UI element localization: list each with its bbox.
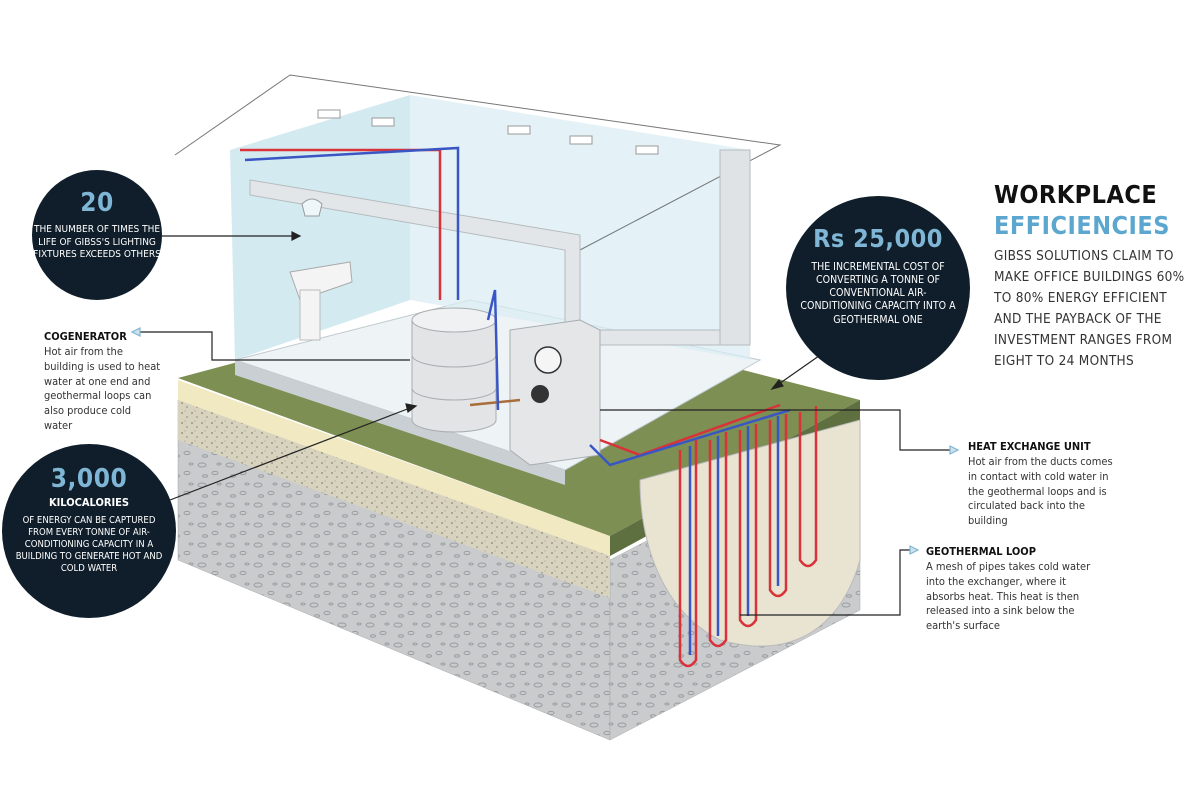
leader-energy [169,407,411,501]
callout-cogenerator: COGENERATOR Hot air from the building is… [44,330,162,434]
vent [507,125,531,135]
stat-cost-circle: Rs 25,000 THE INCREMENTAL COST OF CONVER… [786,196,970,380]
floor-base [235,360,565,485]
callout-heat-exchange: HEAT EXCHANGE UNIT Hot air from the duct… [968,440,1118,529]
vent [635,145,659,155]
callout-heat-exchange-title: HEAT EXCHANGE UNIT [968,440,1091,453]
lightbulb-icon [301,198,323,217]
stat-energy-unit: KILOCALORIES [48,496,130,509]
callout-geothermal-title: GEOTHERMAL LOOP [926,545,1036,558]
stat-cost-text: THE INCREMENTAL COST OF CONVERTING A TON… [800,261,956,326]
geothermal-loops [678,406,818,668]
vent [569,135,593,145]
cold-pipe [589,408,791,467]
clay-layer [178,380,610,556]
fixtures [289,198,353,341]
title-block: WORKPLACE EFFICIENCIES GIBSS SOLUTIONS C… [994,180,1194,372]
title-description: GIBSS SOLUTIONS CLAIM TO MAKE OFFICE BUI… [994,248,1185,369]
stat-energy-text: OF ENERGY CAN BE CAPTURED FROM EVERY TON… [15,515,163,574]
title-line-1: WORKPLACE [994,180,1158,209]
cold-pipe [486,289,500,411]
pipes [240,146,791,467]
sand-layer [178,390,610,598]
heat-exchange-unit [509,319,601,466]
leader-geothermal [740,549,910,616]
cold-pipe [244,146,460,300]
sink-pedestal [299,289,321,341]
leader-cogenerator [140,331,410,361]
stat-lighting-circle: 20 THE NUMBER OF TIMES THE LIFE OF GIBSS… [32,170,162,300]
cogenerator-tank [411,307,497,433]
back-wall-left [230,95,410,360]
callout-geothermal-text: A mesh of pipes takes cold water into th… [926,559,1091,633]
stat-lighting-text: THE NUMBER OF TIMES THE LIFE OF GIBSS'S … [33,224,161,260]
callout-cogenerator-title: COGENERATOR [44,330,127,343]
callout-cogenerator-text: Hot air from the building is used to hea… [44,344,161,433]
hot-pipe [469,398,521,407]
callout-geothermal: GEOTHERMAL LOOP A mesh of pipes takes co… [926,545,1102,634]
vent [371,117,395,127]
roof-outline [174,74,782,251]
fan-icon [534,346,562,374]
stat-energy-circle: 3,000 KILOCALORIES OF ENERGY CAN BE CAPT… [2,444,176,618]
leader-lines [130,231,960,616]
blower-icon [531,385,549,403]
stat-lighting-value: 20 [80,188,114,218]
callout-heat-exchange-text: Hot air from the ducts comes in contact … [968,454,1113,528]
leader-heat-exchange [600,409,950,451]
vent [317,109,341,119]
stat-energy-value: 3,000 [50,464,128,494]
stat-cost-value: Rs 25,000 [813,224,943,253]
duct-vertical [719,149,751,346]
title-line-2: EFFICIENCIES [994,211,1170,240]
